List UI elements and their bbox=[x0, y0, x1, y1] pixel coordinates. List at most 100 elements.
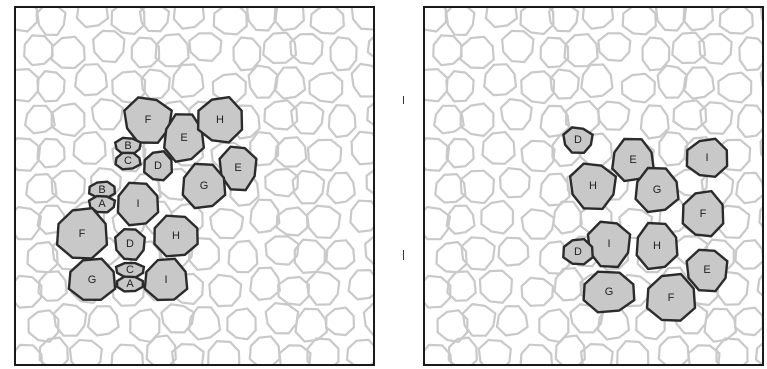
cell-label: H bbox=[589, 180, 597, 192]
background-cell bbox=[461, 104, 494, 136]
cell-label: E bbox=[629, 154, 636, 166]
background-cell bbox=[266, 236, 299, 264]
background-cell bbox=[617, 341, 648, 364]
cell-label: E bbox=[234, 162, 241, 174]
background-cell bbox=[522, 278, 553, 306]
background-cell bbox=[461, 171, 494, 203]
cell-label: A bbox=[126, 278, 134, 290]
background-cell bbox=[307, 206, 340, 238]
background-cell bbox=[16, 8, 37, 31]
background-cell bbox=[329, 105, 356, 137]
background-cell bbox=[275, 67, 305, 98]
cell-label: E bbox=[180, 132, 187, 144]
background-cell bbox=[365, 235, 373, 266]
background-cell bbox=[756, 340, 762, 364]
right-diagram-panel: DEIHGFIHDEGF bbox=[423, 6, 764, 366]
background-cell bbox=[352, 64, 373, 97]
background-cell bbox=[761, 132, 762, 164]
cell-label: D bbox=[126, 238, 134, 250]
cell-label: I bbox=[607, 238, 610, 250]
background-cell bbox=[461, 37, 494, 68]
cell-label: F bbox=[145, 114, 152, 126]
cell-label: G bbox=[88, 274, 97, 286]
cell-label: F bbox=[700, 208, 707, 220]
background-cell bbox=[500, 168, 530, 197]
background-cell bbox=[208, 341, 239, 364]
background-cell bbox=[280, 345, 311, 364]
background-cell bbox=[761, 64, 762, 97]
cell-label: G bbox=[605, 286, 614, 298]
right-highlighted-region: DEIHGFIHDEGF bbox=[563, 127, 727, 320]
background-cell bbox=[330, 37, 356, 70]
background-cell bbox=[295, 240, 325, 273]
background-cell bbox=[16, 69, 38, 101]
background-cell bbox=[275, 137, 306, 166]
background-cell bbox=[481, 201, 513, 234]
background-cell bbox=[88, 306, 119, 335]
background-cell bbox=[556, 336, 585, 365]
background-cell bbox=[486, 8, 517, 27]
background-cell bbox=[735, 308, 762, 335]
background-cell bbox=[565, 34, 598, 66]
background-cell bbox=[581, 344, 613, 364]
background-cell bbox=[75, 64, 107, 95]
background-cell bbox=[172, 65, 203, 98]
background-cell bbox=[659, 132, 687, 165]
background-cell bbox=[70, 340, 102, 364]
background-cell bbox=[659, 336, 689, 364]
background-cell bbox=[499, 238, 529, 266]
background-cell bbox=[250, 268, 280, 300]
background-cell bbox=[326, 240, 354, 268]
background-cell bbox=[656, 8, 686, 31]
background-cell bbox=[425, 69, 448, 101]
background-cell bbox=[501, 99, 532, 129]
background-cell bbox=[250, 200, 279, 233]
cell-label: I bbox=[136, 198, 139, 210]
background-cell bbox=[497, 306, 528, 335]
background-cell bbox=[739, 37, 762, 70]
background-cell bbox=[229, 241, 258, 272]
background-cell bbox=[623, 8, 656, 34]
background-cell bbox=[37, 71, 64, 101]
background-cell bbox=[555, 268, 584, 300]
left-diagram-panel: FEHBCDEGBAIFDHGCAI bbox=[14, 6, 375, 366]
background-cell bbox=[446, 8, 474, 35]
background-cell bbox=[172, 344, 204, 364]
left-diagram-canvas: FEHBCDEGBAIFDHGCAI bbox=[16, 8, 373, 364]
background-cell bbox=[622, 74, 655, 103]
background-cell bbox=[326, 308, 354, 335]
background-cell bbox=[521, 345, 552, 364]
cell-label: H bbox=[216, 114, 224, 126]
background-cell bbox=[684, 67, 714, 98]
background-cell bbox=[210, 209, 243, 238]
background-cell bbox=[275, 8, 304, 30]
cell-label: C bbox=[124, 155, 132, 167]
background-cell bbox=[705, 309, 736, 342]
cell-label: B bbox=[124, 140, 131, 152]
background-cell bbox=[214, 8, 247, 34]
cell-label: E bbox=[703, 264, 710, 276]
background-cell bbox=[479, 340, 511, 364]
background-cell bbox=[249, 66, 278, 98]
background-cell bbox=[307, 272, 339, 305]
background-cell bbox=[247, 8, 277, 31]
background-cell bbox=[174, 8, 204, 29]
background-cell bbox=[425, 345, 451, 364]
background-cell bbox=[227, 309, 255, 340]
background-cell bbox=[434, 106, 464, 134]
background-cell bbox=[209, 275, 241, 306]
cell-label: H bbox=[653, 240, 661, 252]
separator-tick bbox=[403, 250, 404, 260]
background-cell bbox=[16, 345, 42, 364]
background-cell bbox=[583, 8, 613, 29]
background-cell bbox=[553, 202, 581, 234]
background-cell bbox=[93, 31, 124, 62]
background-cell bbox=[309, 73, 342, 103]
background-cell bbox=[92, 99, 123, 129]
background-cell bbox=[717, 338, 748, 364]
background-cell bbox=[758, 270, 762, 299]
background-cell bbox=[296, 309, 327, 342]
background-cell bbox=[367, 99, 373, 128]
background-cell bbox=[308, 140, 341, 171]
